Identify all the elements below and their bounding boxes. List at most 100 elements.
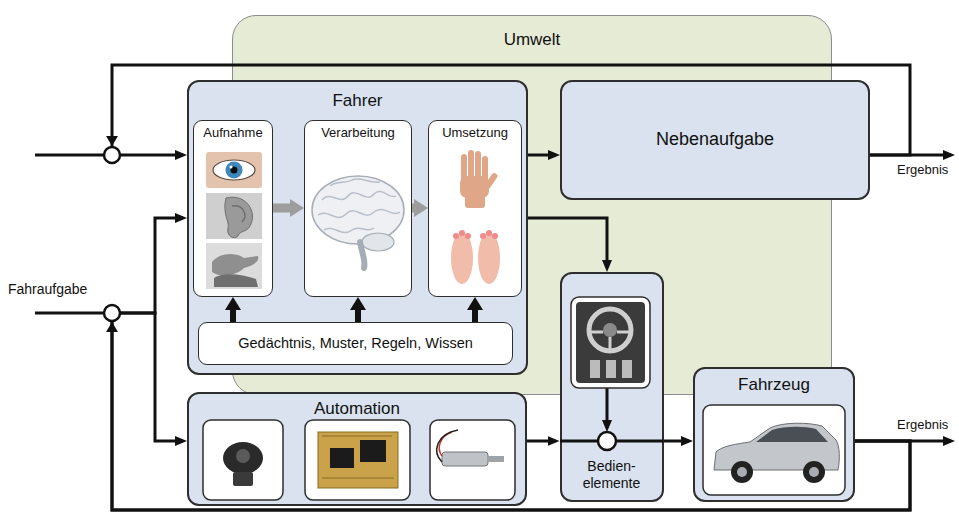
brain-picture: [362, 233, 394, 251]
ear-picture: [206, 193, 262, 239]
ear-picture: [225, 197, 253, 237]
brain-picture: [322, 191, 396, 200]
sensor-picture: [236, 449, 250, 463]
hand-picture: [460, 176, 489, 198]
steering-wheel-picture: [622, 360, 632, 378]
steering-wheel-picture: [589, 309, 631, 351]
eye-picture: [226, 162, 243, 179]
car-picture: [737, 467, 747, 477]
brain-picture: [312, 176, 404, 268]
feet-picture: [486, 230, 492, 236]
box-text: Gedächtnis, Muster, Regeln, Wissen: [238, 335, 473, 352]
brain-picture: [324, 228, 374, 233]
eye-picture: [230, 166, 233, 169]
actuator-picture: [430, 420, 515, 500]
hand-picture: [475, 151, 481, 182]
actuator-picture: [488, 456, 504, 462]
box-title: Automation: [314, 399, 400, 419]
signal-wire: [35, 155, 663, 441]
output-label: Ergebnis: [897, 417, 948, 433]
hand-picture: [465, 195, 485, 208]
junction-arrowhead: [106, 322, 118, 332]
steering-wheel-picture: [576, 302, 645, 383]
signal-wire: [35, 154, 104, 157]
summing-junction: [104, 305, 120, 321]
box-title: Fahrer: [332, 91, 382, 111]
chip-picture: [305, 420, 410, 500]
signal-arrow: [472, 304, 478, 322]
signal-arrow: [112, 65, 910, 155]
summing-junction: [104, 147, 120, 163]
eye-picture: [213, 160, 255, 180]
stage-title: Umsetzung: [442, 125, 508, 141]
output-arrow: [855, 440, 951, 443]
junction-arrowhead: [106, 136, 118, 332]
sensor-picture: [223, 442, 263, 474]
output-label: Ergebnis: [897, 162, 948, 178]
chip-picture: [330, 448, 354, 468]
hand-picture: [482, 156, 488, 182]
steering-wheel-picture: [603, 323, 617, 337]
signal-arrow: [112, 313, 910, 510]
eye-picture: [231, 167, 238, 174]
ear-picture: [206, 193, 262, 239]
secondary-task-box: Nebenaufgabe: [560, 80, 870, 200]
stage-box: Verarbeitung: [304, 120, 412, 297]
output-arrow: [606, 388, 609, 428]
hand-picture: [461, 154, 467, 182]
controls-box: Bedien- elemente: [560, 272, 664, 502]
signal-arrow: [355, 304, 361, 322]
driver-box: FahrerAufnahmeVerarbeitungUmsetzungGedäc…: [187, 80, 528, 375]
region-title: Umwelt: [504, 30, 561, 50]
sensor-picture: [203, 420, 283, 500]
summing-junction: [104, 147, 616, 450]
car-picture: [703, 405, 845, 495]
car-picture: [756, 427, 828, 442]
signal-arrow: [112, 218, 910, 510]
actuator-picture: [442, 452, 488, 466]
feet-picture: [453, 233, 459, 239]
signal-arrow: [528, 218, 607, 268]
signal-wire: [35, 312, 104, 315]
feet-picture: [465, 233, 471, 239]
actuator-picture: [430, 420, 515, 500]
brain-picture: [330, 179, 380, 186]
ear-picture: [232, 206, 245, 222]
vehicle-box: Fahrzeug: [693, 367, 855, 502]
feet-picture: [492, 233, 498, 239]
sensor-picture: [233, 472, 253, 486]
hand-picture: [468, 150, 474, 182]
chip-picture: [318, 432, 398, 488]
car-picture: [714, 423, 839, 470]
process-arrow: [412, 204, 420, 213]
steering-wheel-picture: [571, 297, 650, 388]
signal-arrow: [664, 440, 690, 443]
brain-picture: [312, 176, 404, 244]
steering-wheel-picture: [606, 360, 616, 378]
actuator-picture: [437, 430, 458, 462]
automation-box: Automation: [187, 392, 527, 506]
knowledge-box: Gedächtnis, Muster, Regeln, Wissen: [198, 322, 513, 365]
input-label: Fahraufgabe: [8, 281, 87, 298]
eye-picture: [206, 152, 262, 188]
feet-picture: [459, 230, 465, 236]
feet-picture: [451, 232, 473, 284]
chip-picture: [322, 436, 394, 478]
output-arrow: [607, 155, 951, 441]
brain-picture: [360, 242, 365, 268]
car-picture: [731, 461, 753, 483]
car-picture: [803, 461, 825, 483]
output-arrow: [870, 154, 951, 157]
chip-picture: [360, 440, 386, 462]
feet-picture: [451, 230, 500, 284]
stage-title: Verarbeitung: [321, 125, 395, 141]
hand-picture: [483, 172, 498, 190]
sensor-picture: [203, 420, 283, 500]
signal-wire: [616, 440, 663, 443]
box-text: Bedien- elemente: [567, 458, 657, 492]
